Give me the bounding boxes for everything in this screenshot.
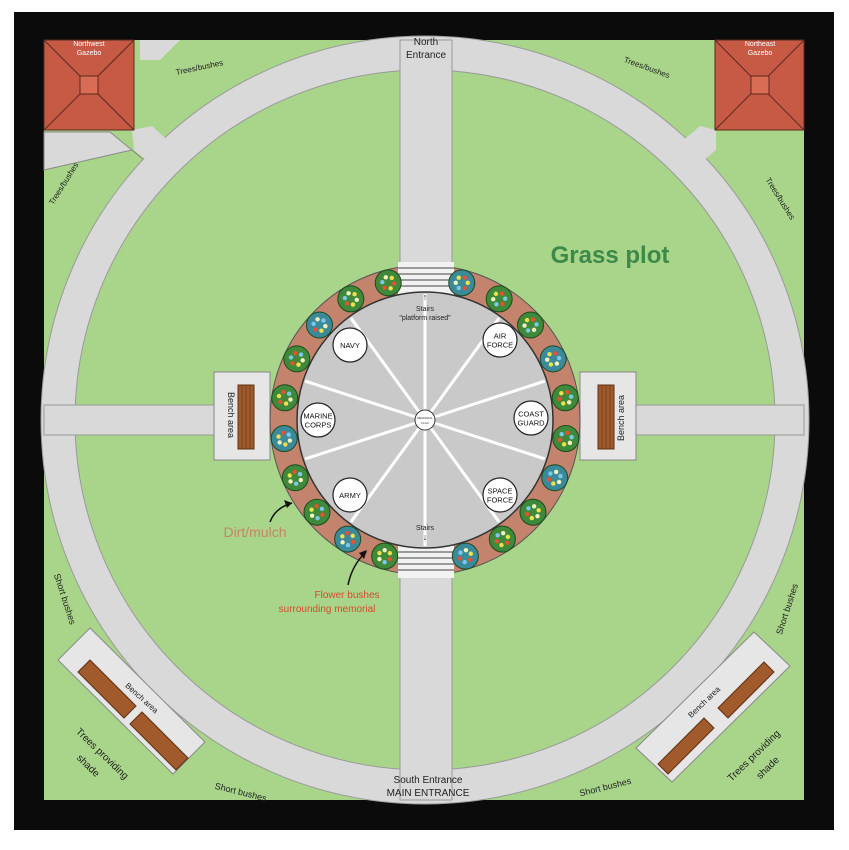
flower-bush — [448, 269, 476, 297]
stairs-bottom-label: Stairs — [416, 525, 434, 532]
flower-bush — [271, 384, 299, 412]
north-entrance-label-1: North — [414, 37, 438, 48]
flower-bush — [488, 525, 516, 553]
bench-area-left-label: Bench area — [226, 392, 236, 438]
flower-bush — [485, 285, 513, 313]
flower-bush — [270, 425, 298, 453]
dirt-mulch-label: Dirt/mulch — [223, 524, 286, 540]
main-entrance-label: MAIN ENTRANCE — [387, 788, 470, 799]
flower-bush — [371, 542, 399, 570]
branch-seal-navy: NAVY — [332, 327, 368, 363]
plaza-spoke — [304, 418, 426, 461]
flower-bush — [303, 498, 331, 526]
flower-bush — [374, 269, 402, 297]
bench-area-southwest: Bench area — [57, 627, 206, 775]
ring-path-outer-edge — [40, 35, 810, 805]
flower-bush — [337, 285, 365, 313]
bench-area-right-label: Bench area — [616, 395, 626, 441]
stairs-arrow-up: ↑ — [423, 292, 428, 302]
flower-bushes-arrowhead — [359, 550, 367, 559]
nw-gazebo-label-1: Northwest — [73, 41, 105, 48]
diagonal-paths — [43, 131, 151, 171]
stairs-arrow-down: ↓ — [423, 532, 428, 542]
flower-bush — [305, 311, 333, 339]
branch-seal-label: NAVY — [340, 341, 360, 350]
flower-bush — [517, 311, 545, 339]
branch-seal-label: MARINE — [303, 412, 332, 421]
dirt-mulch-arrowhead — [284, 500, 292, 508]
flower-bush — [281, 464, 309, 492]
branch-seal-label: GUARD — [517, 419, 545, 428]
center-flag-marker — [414, 409, 436, 431]
bench-area-left: Bench area — [213, 371, 271, 461]
flower-bush — [551, 384, 579, 412]
stairs-top-label: Stairs — [416, 306, 434, 313]
northwest-gazebo: Northwest Gazebo — [43, 39, 135, 131]
branch-seal-label: COAST — [518, 410, 544, 419]
south-entrance-label: South Entrance — [394, 775, 463, 786]
bench-area-right: Bench area — [579, 371, 637, 461]
flower-bush — [541, 464, 569, 492]
northeast-gazebo: Northeast Gazebo — [714, 39, 805, 131]
branch-seal-army: ARMY — [332, 477, 368, 513]
flower-bushes-label-1: Flower bushes — [314, 590, 379, 601]
nw-gazebo-label-2: Gazebo — [77, 50, 102, 57]
branch-seal-label: ARMY — [339, 491, 361, 500]
stairs-bottom — [398, 544, 454, 578]
north-entrance-label-2: Entrance — [406, 50, 446, 61]
bench-area-southeast: Bench area — [635, 631, 791, 783]
flower-bush — [334, 525, 362, 553]
branch-seal-label: FORCE — [487, 496, 513, 505]
grass-plot-label: Grass plot — [551, 242, 670, 269]
flower-bush — [519, 498, 547, 526]
flower-bush — [283, 345, 311, 373]
branch-seal-label: AIR — [494, 332, 507, 341]
flower-bushes-label-2: surrounding memorial — [279, 604, 376, 615]
stairs-top — [398, 262, 454, 296]
flower-bush — [539, 345, 567, 373]
ne-gazebo-label-1: Northeast — [745, 41, 775, 48]
branch-seal-label: FORCE — [487, 341, 513, 350]
branch-seal-label: CORPS — [305, 421, 332, 430]
branch-seal-label: SPACE — [488, 487, 513, 496]
platform-raised-label: "platform raised" — [399, 315, 451, 322]
plaza-spoke — [424, 418, 546, 461]
flower-bush — [451, 542, 479, 570]
corner-paths — [132, 40, 716, 170]
plaza-spoke — [424, 379, 546, 422]
ne-gazebo-label-2: Gazebo — [748, 50, 773, 57]
flower-bushes — [270, 269, 580, 570]
center-label-2: FLAG — [421, 421, 430, 425]
flower-bush — [552, 425, 580, 453]
center-label-1: MEMORIAL — [417, 416, 433, 420]
plaza-spoke — [304, 379, 426, 422]
